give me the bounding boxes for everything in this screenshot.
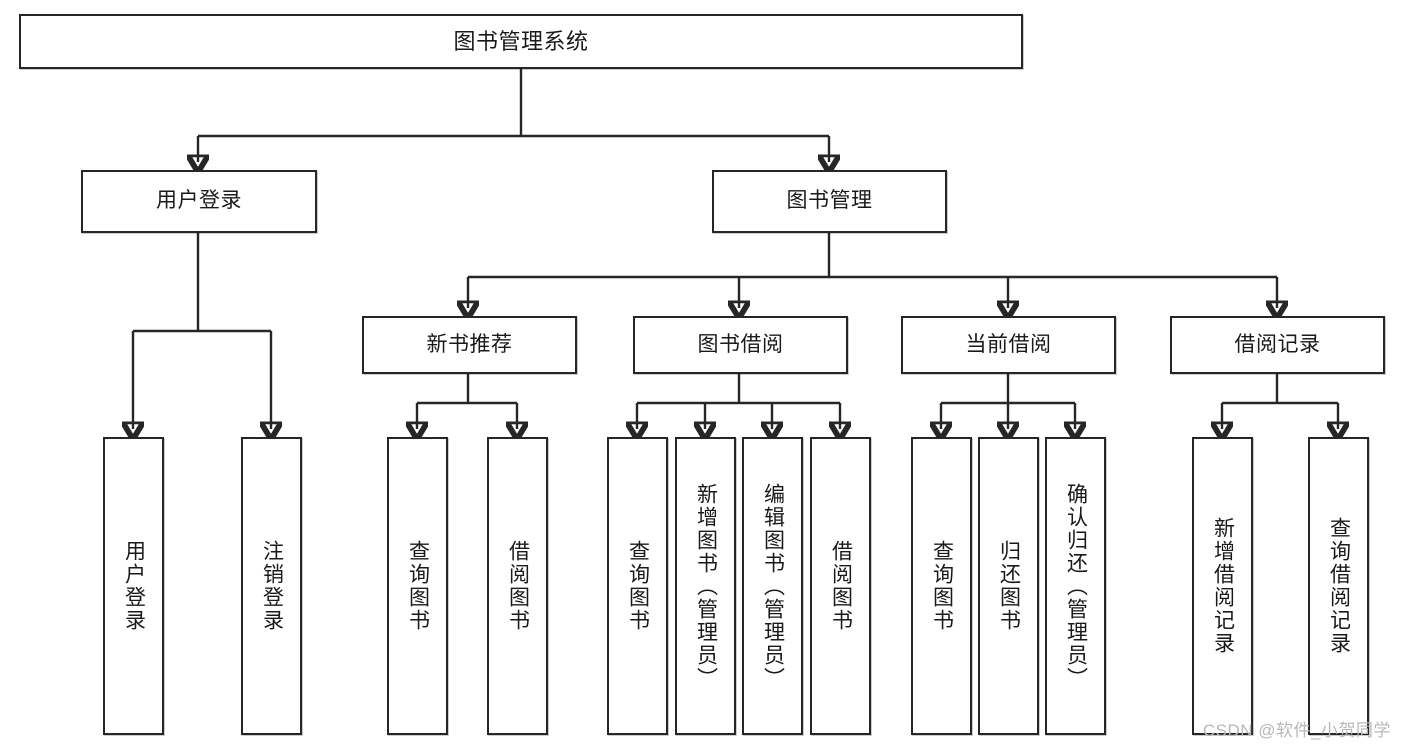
node-label: 借阅图书 [506,540,530,632]
leaf-borrow-book-recommend[interactable]: 借阅图书 [487,437,548,735]
leaf-user-login[interactable]: 用户登录 [103,437,164,735]
leaf-confirm-return-admin[interactable]: 确认归还（管理员） [1045,437,1106,735]
node-current-borrow[interactable]: 当前借阅 [901,316,1116,374]
leaf-query-book-recommend[interactable]: 查询图书 [387,437,448,735]
node-user-login[interactable]: 用户登录 [81,170,317,233]
leaf-add-book-admin[interactable]: 新增图书（管理员） [675,437,736,735]
leaf-query-book-current[interactable]: 查询图书 [911,437,972,735]
node-label: 用户登录 [156,189,242,213]
leaf-add-borrow-record[interactable]: 新增借阅记录 [1192,437,1253,735]
node-label: 确认归还（管理员） [1064,482,1088,690]
node-label: 注销登录 [260,540,284,632]
node-label: 编辑图书（管理员） [761,482,785,690]
node-label: 查询图书 [626,540,650,632]
leaf-query-borrow-record[interactable]: 查询借阅记录 [1308,437,1369,735]
node-label: 图书借阅 [697,332,784,356]
leaf-query-book-borrow[interactable]: 查询图书 [607,437,668,735]
leaf-return-book[interactable]: 归还图书 [978,437,1039,735]
node-label: 图书管理 [786,189,873,213]
leaf-edit-book-admin[interactable]: 编辑图书（管理员） [742,437,803,735]
node-label: 查询借阅记录 [1327,517,1351,655]
leaf-logout[interactable]: 注销登录 [241,437,302,735]
node-label: 用户登录 [122,540,146,632]
node-label: 图书管理系统 [453,28,589,54]
node-label: 归还图书 [997,540,1021,632]
watermark: CSDN @软件_小贺同学 [1202,721,1391,740]
node-label: 新增图书（管理员） [694,482,718,690]
leaf-borrow-book[interactable]: 借阅图书 [810,437,871,735]
node-label: 查询图书 [406,540,430,632]
node-label: 借阅图书 [829,540,853,632]
node-new-book-recommend[interactable]: 新书推荐 [362,316,577,374]
node-label: 新书推荐 [426,332,513,356]
node-label: 新增借阅记录 [1211,517,1235,655]
node-label: 借阅记录 [1234,332,1321,356]
node-borrow-records[interactable]: 借阅记录 [1170,316,1385,374]
node-book-management[interactable]: 图书管理 [712,170,947,233]
node-root-book-management-system[interactable]: 图书管理系统 [19,14,1023,69]
node-label: 当前借阅 [965,332,1052,356]
node-label: 查询图书 [930,540,954,632]
node-book-borrow[interactable]: 图书借阅 [633,316,848,374]
